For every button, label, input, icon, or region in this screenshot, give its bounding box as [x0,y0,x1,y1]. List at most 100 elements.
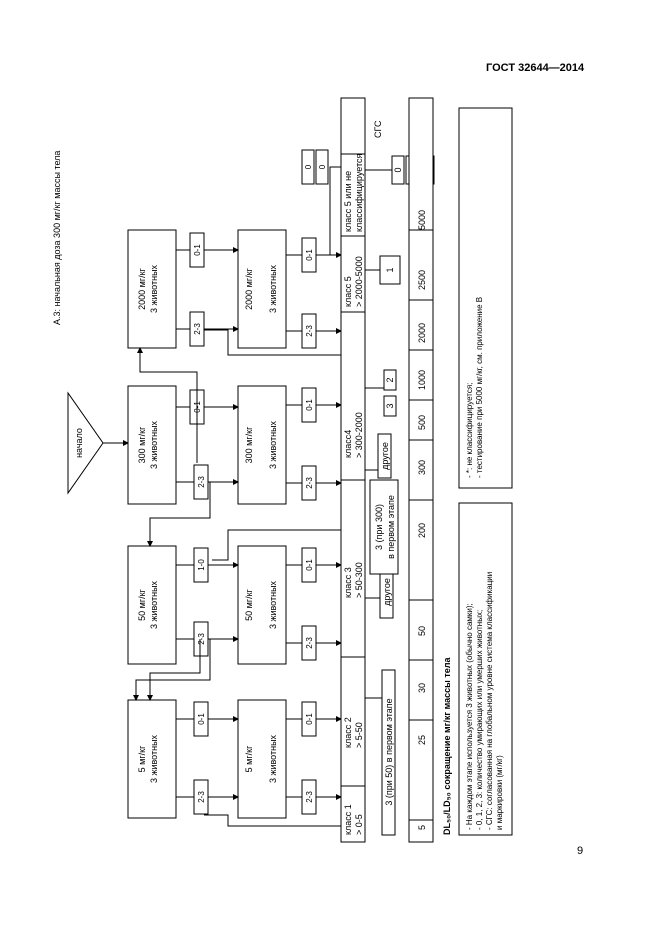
legend-left: - На каждом этапе используется 3 животны… [458,502,513,836]
class-bar: класс 1 > 0-5 класс 2 > 5-50 класс 3 > 5… [340,97,366,843]
svg-text:1-0: 1-0 [197,559,206,571]
svg-text:5 мг/кг: 5 мг/кг [137,745,147,772]
svg-text:класс 3: класс 3 [343,567,353,598]
svg-text:класс 5 или не: класс 5 или не [343,171,353,232]
outcome-box: 2-3 [189,311,205,347]
svg-text:50 мг/кг: 50 мг/кг [244,588,254,620]
svg-text:> 5-50: > 5-50 [354,722,364,748]
svg-text:2: 2 [385,377,395,382]
svg-text:классифицируется: классифицируется [354,154,364,232]
svg-text:2-3: 2-3 [193,323,202,335]
outcome-box: 2-3 [193,464,209,500]
outcome-box-zero: 0 [301,149,315,185]
outcome-box: 0-1 [301,387,317,423]
svg-text:5: 5 [417,825,427,830]
svg-text:5000: 5000 [417,210,427,230]
svg-text:300: 300 [417,460,427,475]
outcome-box: 1-0 [193,547,209,583]
svg-text:2-3: 2-3 [305,325,314,337]
result-box-3-at-50: 3 (при 50) в первом этапе [381,669,396,836]
outcome-box: 2-3 [193,779,209,815]
result-box-1: 1 [379,255,401,285]
dose-box-50-top: 50 мг/кг 3 животных [127,545,177,665]
svg-text:- *: не классифицируется;: - *: не классифицируется; [465,383,474,478]
svg-text:0: 0 [393,167,403,172]
svg-text:другое: другое [380,442,390,470]
svg-text:30: 30 [417,683,427,693]
outcome-box: 0-1 [189,232,205,268]
svg-text:50 мг/кг: 50 мг/кг [137,588,147,620]
svg-text:> 0-5: > 0-5 [354,814,364,835]
dose-box-5-mid: 5 мг/кг 3 животных [237,699,287,819]
section-title: А.3: начальная доза 300 мг/кг массы тела [52,151,62,325]
outcome-box: 2-3 [193,621,209,657]
dose-box-300-top: 300 мг/кг 3 животных [127,385,177,505]
svg-text:2500: 2500 [417,270,427,290]
dose-box-2000-mid: 2000 мг/кг 3 животных [237,229,287,349]
svg-text:3 животных: 3 животных [268,264,278,313]
svg-text:класс 1: класс 1 [343,804,353,835]
outcome-box: 2-3 [301,625,317,661]
standard-header: ГОСТ 32644—2014 [486,62,585,74]
outcome-box: 2-3 [301,779,317,815]
result-box-3-at-300: 3 (при 300) в первом этапе [369,479,399,575]
svg-text:0-1: 0-1 [197,713,206,725]
svg-text:25: 25 [417,735,427,745]
svg-text:в первом этапе: в первом этапе [386,495,396,559]
dose-box-300-mid: 300 мг/кг 3 животных [237,385,287,505]
svg-text:- СГС: согласованная на глобал: - СГС: согласованная на глобальном уровн… [485,572,494,830]
svg-text:200: 200 [417,523,427,538]
outcome-box: 0-1 [193,701,209,737]
svg-text:2000 мг/кг: 2000 мг/кг [244,267,254,309]
svg-text:0-1: 0-1 [305,713,314,725]
start-label: начало [74,428,84,458]
svg-text:0-1: 0-1 [193,244,202,256]
svg-text:3 (при 50) в первом этапе: 3 (при 50) в первом этапе [384,698,394,805]
page-number: 9 [577,845,584,857]
svg-text:2000: 2000 [417,323,427,343]
svg-text:0-1: 0-1 [305,559,314,571]
svg-text:1000: 1000 [417,370,427,390]
ghs-label: СГС [373,120,383,138]
svg-text:- 0, 1, 2, 3: количество умира: - 0, 1, 2, 3: количество умирающих или у… [475,610,484,830]
svg-text:2-3: 2-3 [197,476,206,488]
svg-text:3 животных: 3 животных [149,420,159,469]
result-box-other-300: другое [377,433,392,479]
connector-lines [133,166,342,827]
svg-text:класс4: класс4 [343,430,353,458]
outcome-box: 0-1 [301,237,317,273]
svg-text:3 животных: 3 животных [149,734,159,783]
svg-text:0-1: 0-1 [305,249,314,261]
svg-text:- На каждом этапе используется: - На каждом этапе используется 3 животны… [465,603,474,830]
svg-text:3: 3 [385,403,395,408]
svg-text:2000 мг/кг: 2000 мг/кг [137,267,147,309]
svg-text:2-3: 2-3 [305,637,314,649]
svg-text:3 животных: 3 животных [268,734,278,783]
svg-text:1: 1 [385,267,395,272]
svg-text:5 мг/кг: 5 мг/кг [244,745,254,772]
svg-text:3 животных: 3 животных [149,264,159,313]
svg-text:2-3: 2-3 [305,791,314,803]
svg-text:> 300-2000: > 300-2000 [354,412,364,458]
outcome-box: 0-1 [301,701,317,737]
svg-text:500: 500 [417,415,427,430]
svg-text:3 (при 300): 3 (при 300) [374,504,384,550]
svg-text:3 животных: 3 животных [149,580,159,629]
result-box-2: 2 [383,369,397,391]
svg-text:300 мг/кг: 300 мг/кг [137,426,147,463]
svg-text:3 животных: 3 животных [268,580,278,629]
svg-text:0-1: 0-1 [305,399,314,411]
outcome-box: 2-3 [301,465,317,501]
svg-text:другое: другое [382,578,392,606]
svg-text:300 мг/кг: 300 мг/кг [244,426,254,463]
dose-box-2000-top: 2000 мг/кг 3 животных [127,229,177,349]
outcome-box: 2-3 [301,313,317,349]
svg-text:2-3: 2-3 [197,791,206,803]
axis-title: DL₅₀/LD₅₀ сокращение мг/кг массы тела [442,657,452,835]
svg-text:> 2000-5000: > 2000-5000 [354,256,364,307]
outcome-box-zero: 0 [315,149,329,185]
svg-text:3 животных: 3 животных [268,420,278,469]
svg-text:50: 50 [417,626,427,636]
result-box-3: 3 [383,395,397,417]
